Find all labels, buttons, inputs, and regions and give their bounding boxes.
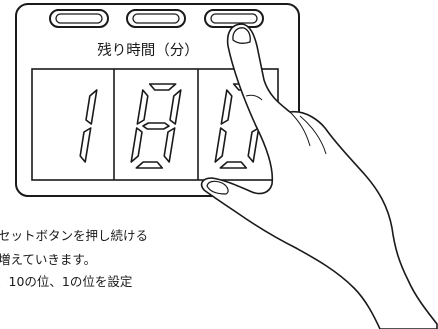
digit-2-segment-f [136,89,149,125]
remaining-time-label: 残り時間（分） [97,42,199,59]
digit-1-segment-c [79,127,92,163]
digit-3-segment-f [220,89,233,125]
button-left[interactable] [49,9,109,28]
digit-2 [130,83,182,169]
digit-1 [79,89,98,163]
digit-1-segment-b [85,89,98,125]
digit-3-segment-e [214,127,227,163]
digit-2-segment-a [148,83,177,91]
digit-2-segment-c [163,127,176,163]
digit-2-segment-g [142,122,170,130]
caption-line-2: 増えていきます。 [0,252,97,267]
button-middle[interactable] [126,9,186,28]
button-right[interactable] [204,9,264,28]
caption-line-3: 、10の位、1の位を設定 [0,274,133,289]
digit-2-segment-d [135,161,164,169]
digit-2-segment-e [130,127,143,163]
caption-line-1: セットボタンを押し続ける [0,228,149,243]
digit-3-segment-d [219,161,248,169]
digit-3-segment-c [247,127,260,163]
hand-illustration [200,23,438,329]
digit-2-segment-b [169,89,182,125]
